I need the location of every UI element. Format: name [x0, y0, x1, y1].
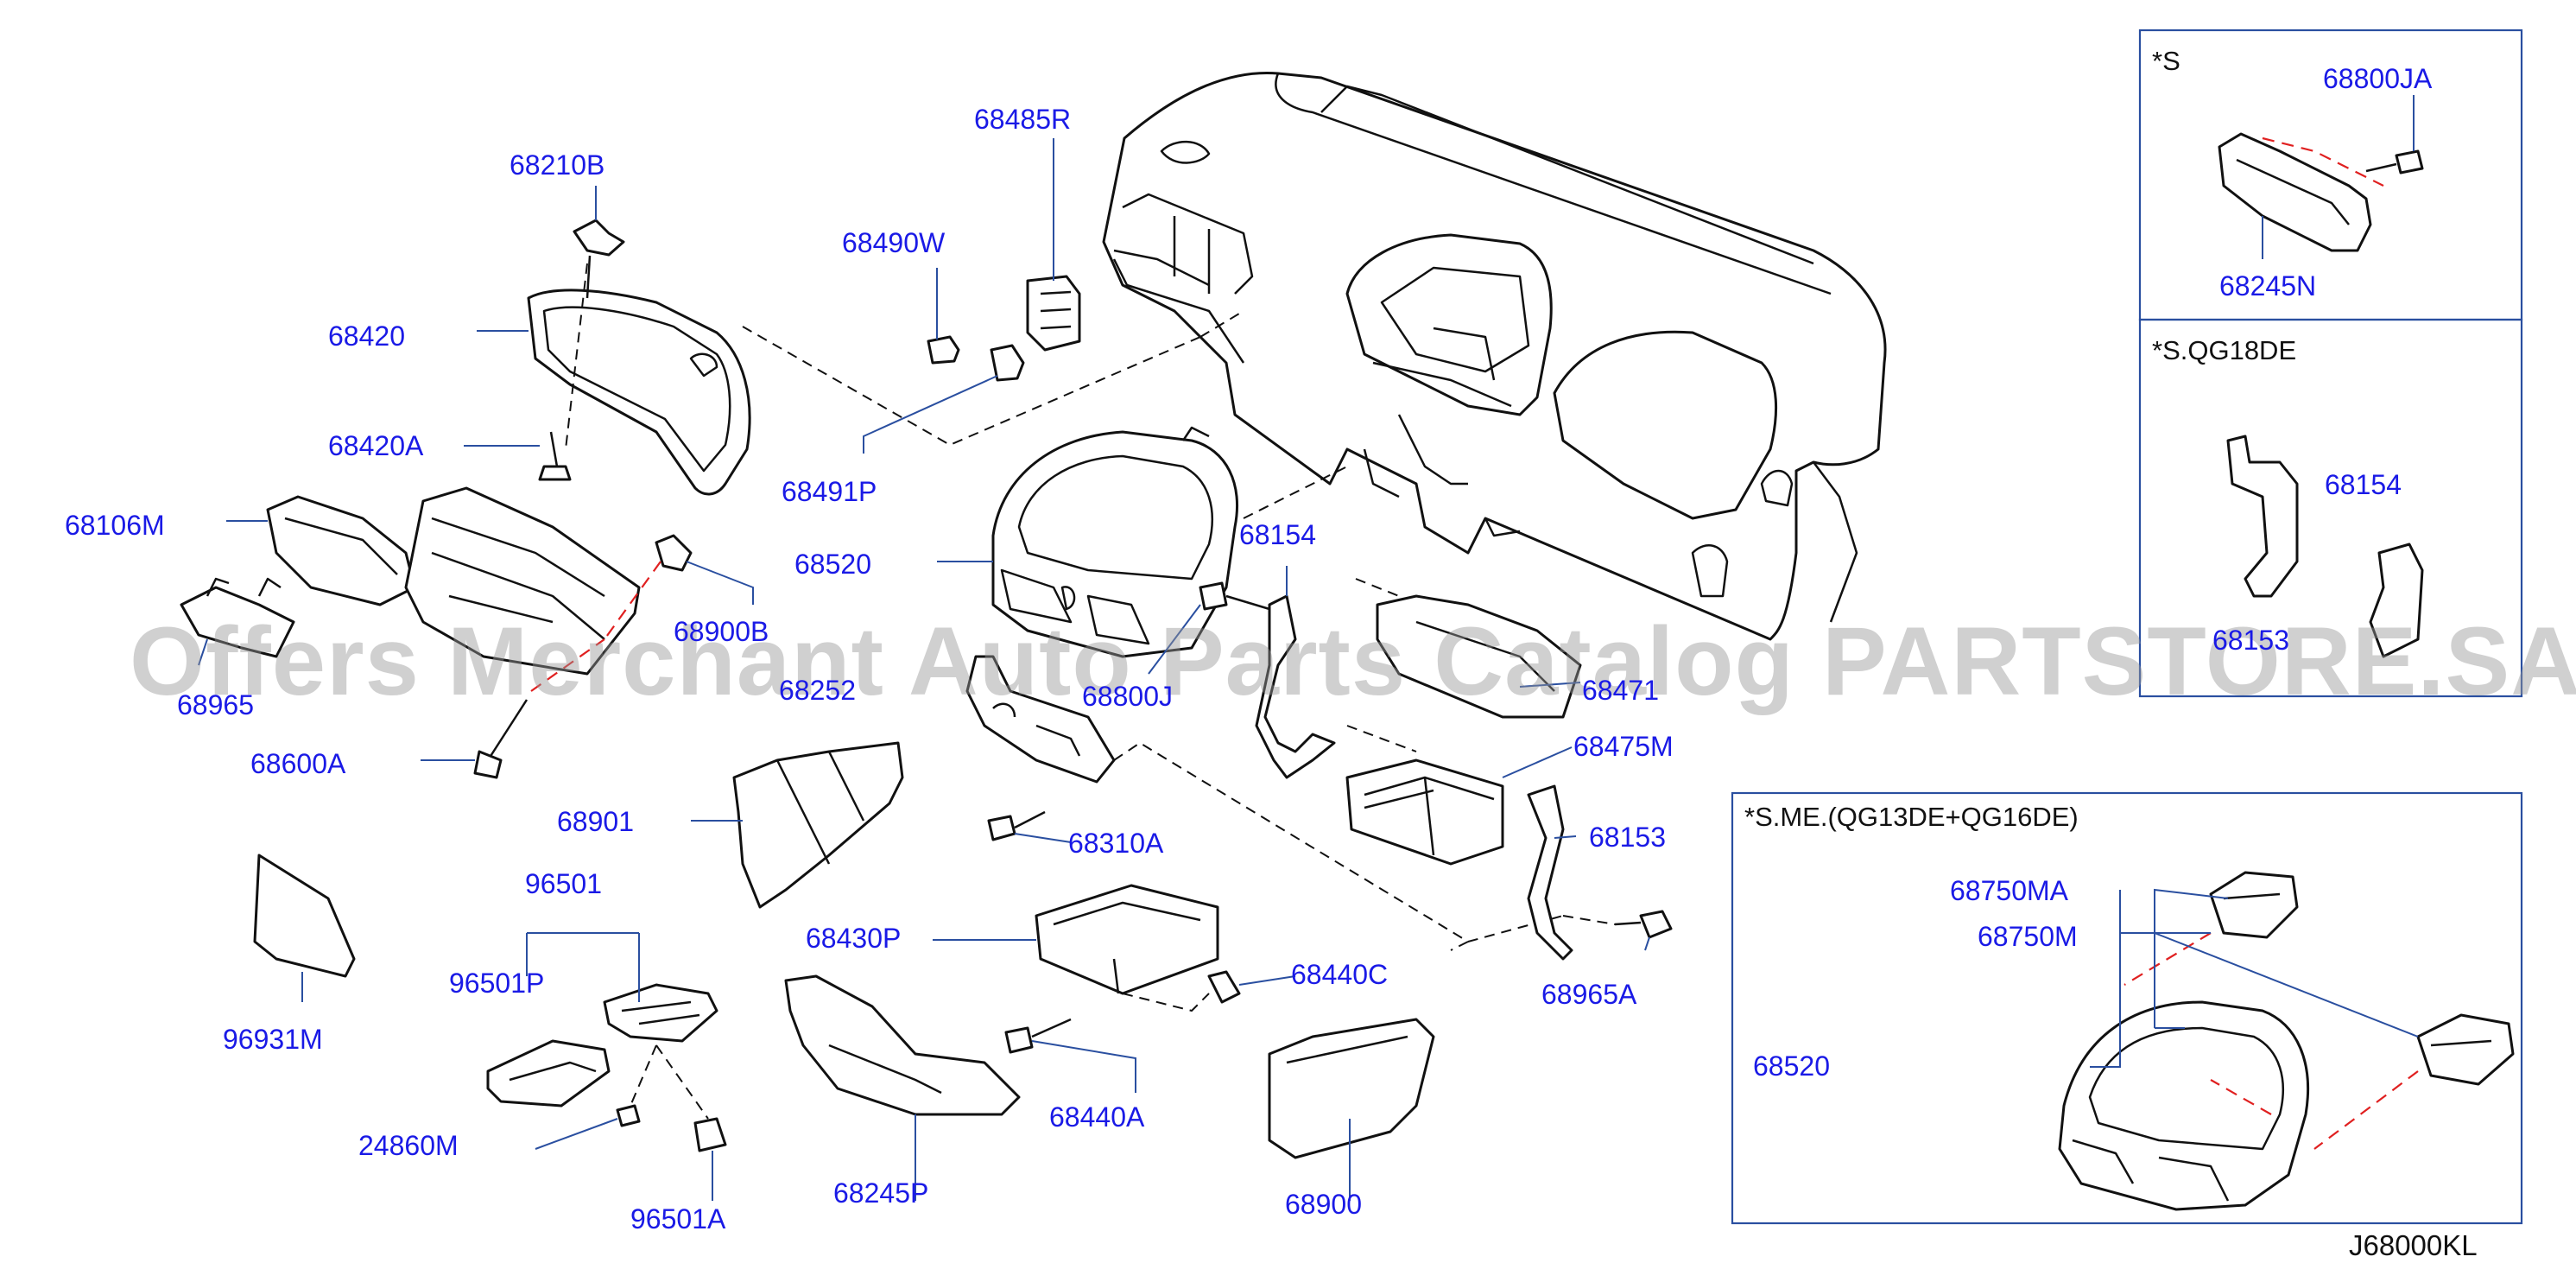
inset-title-qg18de: *S.QG18DE — [2152, 335, 2297, 365]
label-68750M[interactable]: 68750M — [1978, 921, 2078, 952]
inset-qg18de-drawing — [2226, 435, 2424, 658]
label-68485R[interactable]: 68485R — [974, 104, 1072, 135]
screw-68965A — [1639, 910, 1673, 939]
pocket-96501P — [486, 1039, 611, 1107]
center-cluster-68520 — [991, 426, 1239, 658]
switch-68485R — [1026, 275, 1081, 352]
screw-68800J — [1199, 581, 1228, 611]
bracket-68154 — [1255, 594, 1336, 779]
switch-68490W — [927, 335, 960, 365]
cluster-hood-68420 — [527, 289, 751, 496]
label-68420[interactable]: 68420 — [328, 320, 405, 352]
label-68800J[interactable]: 68800J — [1082, 681, 1173, 712]
bracket-68153 — [1527, 784, 1573, 961]
label-68520-inset[interactable]: 68520 — [1753, 1050, 1830, 1082]
label-68245N[interactable]: 68245N — [2219, 270, 2317, 301]
lower-cover-68106M — [266, 486, 641, 676]
label-24860M[interactable]: 24860M — [358, 1130, 459, 1161]
pocket-68475M — [1345, 758, 1504, 866]
screw-68420A — [538, 465, 572, 481]
label-68900B[interactable]: 68900B — [674, 616, 769, 647]
inset-title-me: *S.ME.(QG13DE+QG16DE) — [1744, 802, 2079, 832]
label-68430P[interactable]: 68430P — [806, 923, 902, 954]
label-68900[interactable]: 68900 — [1285, 1189, 1362, 1220]
label-68252[interactable]: 68252 — [779, 675, 856, 706]
label-68475M[interactable]: 68475M — [1573, 731, 1674, 762]
label-96931M[interactable]: 96931M — [223, 1024, 323, 1055]
clip-68210B — [573, 219, 625, 257]
label-68245P[interactable]: 68245P — [833, 1177, 929, 1209]
clip-96501A — [693, 1117, 727, 1152]
inset-frame-qg18de — [2138, 318, 2523, 698]
screw-68440A — [1004, 1026, 1034, 1054]
label-68153[interactable]: 68153 — [1589, 822, 1666, 853]
label-68965A[interactable]: 68965A — [1541, 979, 1637, 1010]
side-cover-68901 — [732, 741, 904, 909]
label-68750MA[interactable]: 68750MA — [1950, 875, 2068, 906]
clip-68440C — [1207, 970, 1241, 1004]
switch-68491P — [990, 344, 1025, 382]
label-68901[interactable]: 68901 — [557, 806, 634, 837]
bracket-68430P — [1035, 884, 1219, 995]
screw-68600A — [473, 750, 503, 779]
diagram-code: J68000KL — [2349, 1229, 2478, 1261]
inset-me-drawing — [2058, 871, 2515, 1211]
label-68491P[interactable]: 68491P — [782, 476, 877, 507]
label-68310A[interactable]: 68310A — [1068, 828, 1164, 859]
label-68440C[interactable]: 68440C — [1291, 959, 1389, 990]
label-68471[interactable]: 68471 — [1582, 675, 1659, 706]
leader-lines — [198, 95, 2419, 1201]
label-68965[interactable]: 68965 — [177, 689, 254, 720]
label-96501A[interactable]: 96501A — [630, 1203, 726, 1234]
watermark: Offers Merchant Auto Parts Catalog PARTS… — [130, 607, 2576, 715]
instrument-panel-drawing — [1102, 71, 1887, 641]
label-68440A[interactable]: 68440A — [1049, 1101, 1145, 1133]
label-68420A[interactable]: 68420A — [328, 430, 424, 461]
label-68800JA[interactable]: 68800JA — [2323, 63, 2433, 94]
clip-68900B — [655, 534, 693, 572]
label-96501P[interactable]: 96501P — [449, 968, 545, 999]
label-68154[interactable]: 68154 — [1239, 519, 1316, 550]
inset-s-drawing — [2218, 132, 2424, 252]
label-68520[interactable]: 68520 — [794, 549, 871, 580]
label-68600A[interactable]: 68600A — [250, 748, 346, 779]
label-68106M[interactable]: 68106M — [65, 510, 165, 541]
label-68153-inset[interactable]: 68153 — [2212, 625, 2289, 656]
inset-title-s: *S — [2152, 46, 2180, 76]
label-68490W[interactable]: 68490W — [842, 227, 946, 258]
label-68210B[interactable]: 68210B — [510, 149, 605, 181]
bracket-96501 — [603, 983, 718, 1043]
clip-68965 — [180, 586, 295, 658]
label-68154-inset[interactable]: 68154 — [2325, 469, 2402, 500]
inset-frame-me — [1731, 791, 2523, 1225]
lower-cover-68900 — [1268, 1018, 1435, 1159]
clip-24860M — [616, 1104, 641, 1127]
finisher-68245P — [784, 974, 1021, 1116]
screw-68310A — [987, 815, 1016, 841]
cover-96931M — [253, 854, 356, 978]
label-96501[interactable]: 96501 — [525, 868, 602, 899]
